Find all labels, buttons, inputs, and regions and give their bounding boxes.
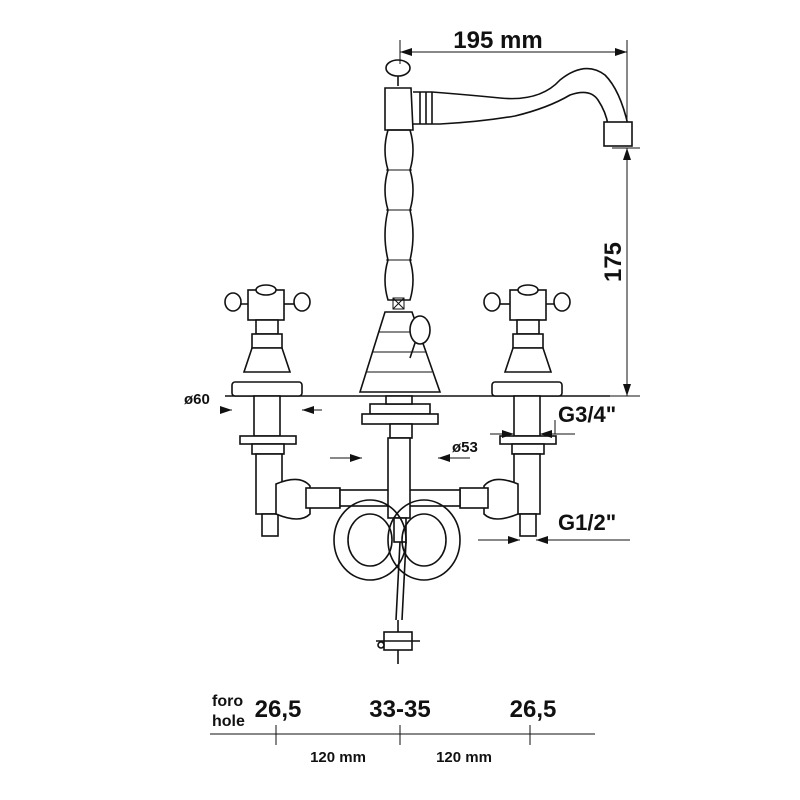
hole-right-diameter: 26,5 — [510, 696, 557, 723]
spout-reach-dimension: 195 mm — [399, 27, 628, 120]
hole-left-diameter: 26,5 — [255, 696, 302, 723]
flange-diameter-label: ø60 — [184, 391, 210, 408]
right-cross-handle-valve — [459, 284, 571, 537]
spout-height-dimension: 175 — [600, 147, 640, 397]
center-shank-assembly — [333, 395, 461, 664]
body-diameter-dimension: ø53 — [330, 439, 478, 462]
hole-label-it: foro — [212, 693, 243, 710]
flange-diameter-dimension: ø60 — [184, 391, 322, 414]
spout-reach-label: 195 mm — [453, 27, 542, 54]
inlet-thread-label: G3/4" — [558, 402, 616, 427]
inlet-thread-dimension: G3/4" — [490, 402, 616, 438]
hole-center-diameter: 33-35 — [369, 696, 430, 723]
body-diameter-label: ø53 — [452, 439, 478, 456]
hole-spacing-left: 120 mm — [310, 749, 366, 766]
outlet-thread-dimension: G1/2" — [478, 510, 630, 544]
outlet-thread-label: G1/2" — [558, 510, 616, 535]
hole-label-en: hole — [212, 713, 245, 730]
spout-height-label: 175 — [600, 242, 627, 282]
hole-dimensions: foro hole 26,5 33-35 26,5 120 mm 120 mm — [210, 693, 595, 766]
hole-spacing-right: 120 mm — [436, 749, 492, 766]
left-cross-handle-valve — [224, 284, 341, 537]
spout-assembly — [358, 59, 633, 393]
